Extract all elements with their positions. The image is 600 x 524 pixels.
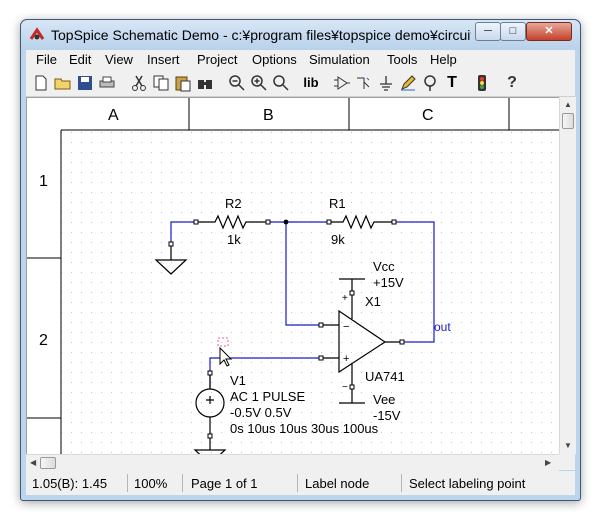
vertical-scroll-thumb[interactable] (562, 113, 574, 129)
vertical-scrollbar[interactable]: ▲ ▼ (559, 97, 576, 454)
r2-value: 1k (227, 232, 241, 247)
menu-insert[interactable]: Insert (147, 52, 180, 67)
menu-simulation[interactable]: Simulation (309, 52, 370, 67)
app-window: TopSpice Schematic Demo - c:¥program fil… (20, 19, 581, 501)
opamp-model: UA741 (365, 369, 405, 384)
opamp-x1 (321, 278, 402, 404)
app-icon (29, 27, 45, 40)
status-coordinates: 1.05(B): 1.45 (32, 476, 108, 491)
zoom-in-icon[interactable] (250, 74, 268, 92)
status-zoom: 100% (134, 476, 168, 491)
scroll-down-icon[interactable]: ▼ (564, 441, 572, 450)
transistor-icon[interactable] (355, 74, 373, 92)
scroll-left-icon[interactable]: ◀ (30, 458, 37, 467)
scroll-up-icon[interactable]: ▲ (564, 100, 572, 109)
status-separator (297, 474, 298, 492)
toolbar: lib T ? (26, 70, 575, 97)
vcc-name: Vcc (373, 259, 395, 274)
v1-line1: AC 1 PULSE (230, 389, 305, 404)
vcc-value: +15V (373, 275, 404, 290)
column-label: B (263, 107, 274, 124)
pencil-icon[interactable] (399, 74, 417, 92)
open-folder-icon[interactable] (54, 74, 72, 92)
r2-name: R2 (225, 196, 242, 211)
menu-bar: File Edit View Insert Project Options Si… (26, 50, 575, 70)
find-icon[interactable] (196, 74, 214, 92)
v1-line3: 0s 10us 10us 30us 100us (230, 421, 379, 436)
horizontal-scroll-thumb[interactable] (40, 457, 56, 469)
row-dividers (27, 257, 61, 419)
v1-line2: -0.5V 0.5V (230, 405, 292, 420)
opamp-ref: X1 (365, 294, 381, 309)
opamp-icon[interactable] (333, 74, 351, 92)
schematic-svg: A B C 1 2 R2 1k (27, 98, 559, 455)
menu-options[interactable]: Options (252, 52, 297, 67)
title-bar[interactable]: TopSpice Schematic Demo - c:¥program fil… (21, 20, 580, 50)
library-icon[interactable]: lib (303, 75, 319, 90)
status-page: Page 1 of 1 (191, 476, 258, 491)
row-label: 2 (39, 332, 48, 349)
status-separator (127, 474, 128, 492)
ground-icon[interactable] (377, 74, 395, 92)
status-separator (401, 474, 402, 492)
out-label: out (434, 320, 451, 334)
vee-value: -15V (373, 408, 401, 423)
opamp-minus-pin: − (343, 321, 349, 333)
window-title: TopSpice Schematic Demo - c:¥program fil… (51, 27, 471, 43)
close-button[interactable]: ✕ (526, 22, 572, 41)
menu-project[interactable]: Project (197, 52, 238, 67)
resistor-r1 (329, 214, 394, 230)
copy-icon[interactable] (152, 74, 170, 92)
opamp-vee-pin: − (342, 382, 348, 393)
menu-tools[interactable]: Tools (387, 52, 418, 67)
resistor-r2 (197, 214, 268, 230)
column-label: A (108, 107, 119, 124)
menu-help[interactable]: Help (430, 52, 457, 67)
menu-view[interactable]: View (105, 52, 133, 67)
status-bar: 1.05(B): 1.45 100% Page 1 of 1 Label nod… (26, 471, 575, 495)
opamp-plus-pin: + (343, 353, 349, 365)
status-mode: Label node (305, 476, 370, 491)
menu-file[interactable]: File (36, 52, 57, 67)
scroll-corner (559, 454, 575, 470)
scroll-right-icon[interactable]: ▶ (545, 458, 552, 467)
ground-symbol-1 (154, 244, 188, 275)
column-dividers (188, 98, 510, 130)
junction-dot (283, 219, 289, 225)
maximize-button[interactable]: □ (500, 22, 526, 41)
schematic-canvas[interactable]: A B C 1 2 R2 1k (26, 97, 560, 456)
status-separator (182, 474, 183, 492)
r1-name: R1 (329, 196, 346, 211)
minimize-button[interactable]: ─ (475, 22, 501, 41)
zoom-fit-icon[interactable] (272, 74, 290, 92)
frame-border (60, 129, 559, 455)
zoom-out-icon[interactable] (228, 74, 246, 92)
r1-value: 9k (331, 232, 345, 247)
horizontal-scrollbar[interactable]: ◀ ▶ (26, 454, 559, 471)
save-icon[interactable] (76, 74, 94, 92)
help-icon[interactable]: ? (507, 74, 517, 91)
cut-icon[interactable] (130, 74, 148, 92)
text-icon[interactable]: T (447, 74, 457, 91)
menu-edit[interactable]: Edit (69, 52, 92, 67)
column-label: C (422, 107, 434, 124)
label-cursor-icon (217, 337, 233, 367)
row-label: 1 (39, 173, 48, 190)
print-icon[interactable] (98, 74, 116, 92)
traffic-light-icon[interactable] (473, 74, 491, 92)
opamp-vcc-pin: + (342, 293, 348, 304)
v1-name: V1 (230, 373, 246, 388)
vee-name: Vee (373, 392, 395, 407)
label-icon[interactable] (421, 74, 439, 92)
paste-icon[interactable] (174, 74, 192, 92)
wires (170, 221, 435, 389)
status-hint: Select labeling point (409, 476, 526, 491)
new-file-icon[interactable] (32, 74, 50, 92)
